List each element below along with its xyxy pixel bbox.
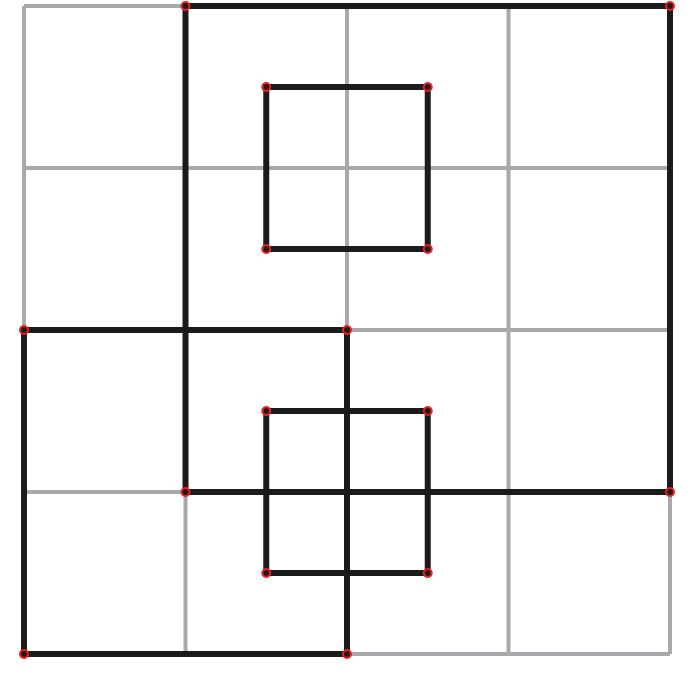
vertex-markers [19, 1, 675, 659]
vertex-marker-3 [665, 487, 675, 497]
vertex-marker-8 [19, 325, 29, 335]
vertex-marker-6 [261, 244, 272, 254]
vertex-marker-5 [422, 82, 433, 92]
square-lower-left [21, 327, 350, 657]
vertex-marker-10 [19, 649, 29, 659]
vertex-marker-2 [180, 487, 191, 497]
vertex-marker-12 [261, 406, 272, 416]
vertex-marker-15 [422, 568, 433, 578]
vertex-marker-7 [422, 244, 433, 254]
vertex-marker-14 [261, 568, 272, 578]
square-outlines [21, 3, 673, 657]
vertex-marker-11 [342, 649, 352, 659]
vertex-marker-0 [180, 1, 191, 11]
vertex-marker-1 [665, 1, 675, 11]
square-lower-small [263, 408, 431, 576]
vertex-marker-4 [261, 82, 272, 92]
vertex-marker-9 [342, 325, 352, 335]
square-upper-small [263, 84, 431, 252]
vertex-marker-13 [422, 406, 433, 416]
